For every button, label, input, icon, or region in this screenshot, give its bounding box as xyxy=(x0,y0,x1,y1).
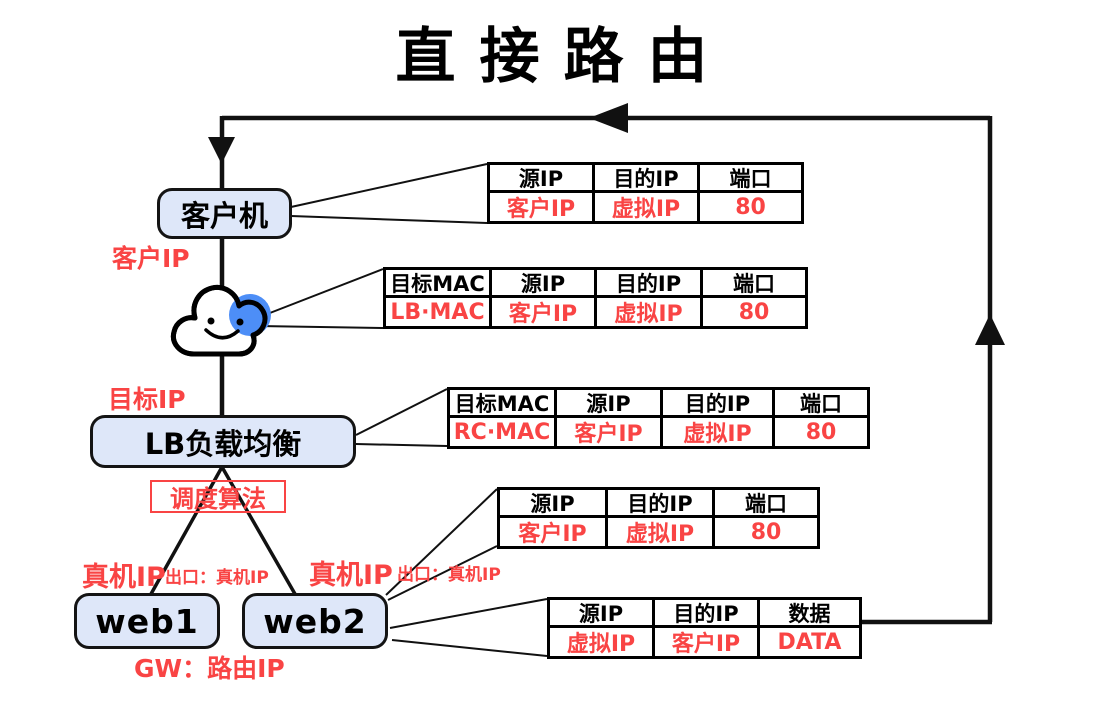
node-client: 客户机 xyxy=(157,188,292,239)
arrow-down-icon xyxy=(208,137,235,164)
label-web1-exit: 出口：真机IP xyxy=(165,568,269,588)
label-web2-exit: 出口：真机IP xyxy=(397,565,501,585)
label-client-ip: 客户IP xyxy=(112,244,190,273)
table-header-cell: 目的IP xyxy=(663,390,775,418)
table-callout-lines xyxy=(256,163,548,657)
table-header-cell: 端口 xyxy=(703,270,805,298)
label-web1-real-ip: 真机IP xyxy=(82,562,166,593)
label-target-ip: 目标IP xyxy=(108,385,186,414)
table-value-cell: 客户IP xyxy=(500,518,608,547)
table-value-cell: 80 xyxy=(735,194,766,220)
packet-table-to-lb: 目标MAC 源IP 目的IP 端口 LB·MAC 客户IP 虚拟IP 80 xyxy=(383,267,808,329)
label-web2-real-ip: 真机IP xyxy=(309,560,393,591)
page-title: 直接路由 xyxy=(395,22,732,92)
table-header-cell: 源IP xyxy=(492,270,597,298)
table-value-cell: DATA xyxy=(777,629,842,655)
node-scheduler-label: 调度算法 xyxy=(170,485,266,513)
packet-table-web-request: 源IP 目的IP 端口 客户IP 虚拟IP 80 xyxy=(497,487,820,549)
table-header-cell: 端口 xyxy=(700,165,801,193)
table-header-cell: 源IP xyxy=(500,490,608,518)
node-scheduler-algorithm: 调度算法 xyxy=(150,480,286,513)
packet-table-client-request: 源IP 目的IP 端口 客户IP 虚拟IP 80 xyxy=(487,162,804,224)
packet-table-from-lb: 目标MAC 源IP 目的IP 端口 RC·MAC 客户IP 虚拟IP 80 xyxy=(447,387,870,449)
table-value-cell: RC·MAC xyxy=(450,418,557,446)
node-web2: web2 xyxy=(242,593,388,649)
table-header-cell: 源IP xyxy=(557,390,663,418)
table-header-cell: 数据 xyxy=(760,600,859,628)
table-header-cell: 源IP xyxy=(490,165,595,193)
node-client-label: 客户机 xyxy=(180,198,268,233)
table-value-cell: LB·MAC xyxy=(386,298,492,326)
node-lb-label: LB负载均衡 xyxy=(144,426,302,461)
table-value-cell: 虚拟IP xyxy=(550,628,655,657)
lb-fork-lines xyxy=(149,466,297,595)
table-header-cell: 端口 xyxy=(715,490,817,518)
table-value-cell: 客户IP xyxy=(557,418,663,447)
arrow-left-icon xyxy=(589,103,628,133)
arrow-up-icon xyxy=(975,314,1005,345)
table-header-cell: 目的IP xyxy=(608,490,715,518)
node-web2-label: web2 xyxy=(263,601,367,641)
node-load-balancer: LB负载均衡 xyxy=(90,415,356,468)
table-value-cell: 客户IP xyxy=(490,193,595,222)
table-value-cell: 虚拟IP xyxy=(597,298,703,327)
table-value-cell: 客户IP xyxy=(655,628,760,657)
table-value-cell: 虚拟IP xyxy=(663,418,775,447)
label-gateway: GW：路由IP xyxy=(134,654,285,683)
table-header-cell: 目标MAC xyxy=(386,270,492,298)
table-header-cell: 目标MAC xyxy=(450,390,557,418)
table-value-cell: 虚拟IP xyxy=(595,193,700,222)
table-header-cell: 目的IP xyxy=(595,165,700,193)
node-web1-label: web1 xyxy=(95,601,199,641)
table-header-cell: 目的IP xyxy=(655,600,760,628)
table-header-cell: 目的IP xyxy=(597,270,703,298)
node-web1: web1 xyxy=(74,593,220,649)
cloud-smiley-icon xyxy=(170,284,271,357)
table-value-cell: 虚拟IP xyxy=(608,518,715,547)
table-header-cell: 端口 xyxy=(775,390,867,418)
table-header-cell: 源IP xyxy=(550,600,655,628)
table-value-cell: 80 xyxy=(738,299,770,325)
table-value-cell: 80 xyxy=(805,419,837,445)
packet-table-web-response: 源IP 目的IP 数据 虚拟IP 客户IP DATA xyxy=(547,597,862,659)
table-value-cell: 80 xyxy=(750,519,782,545)
table-value-cell: 客户IP xyxy=(492,298,597,327)
